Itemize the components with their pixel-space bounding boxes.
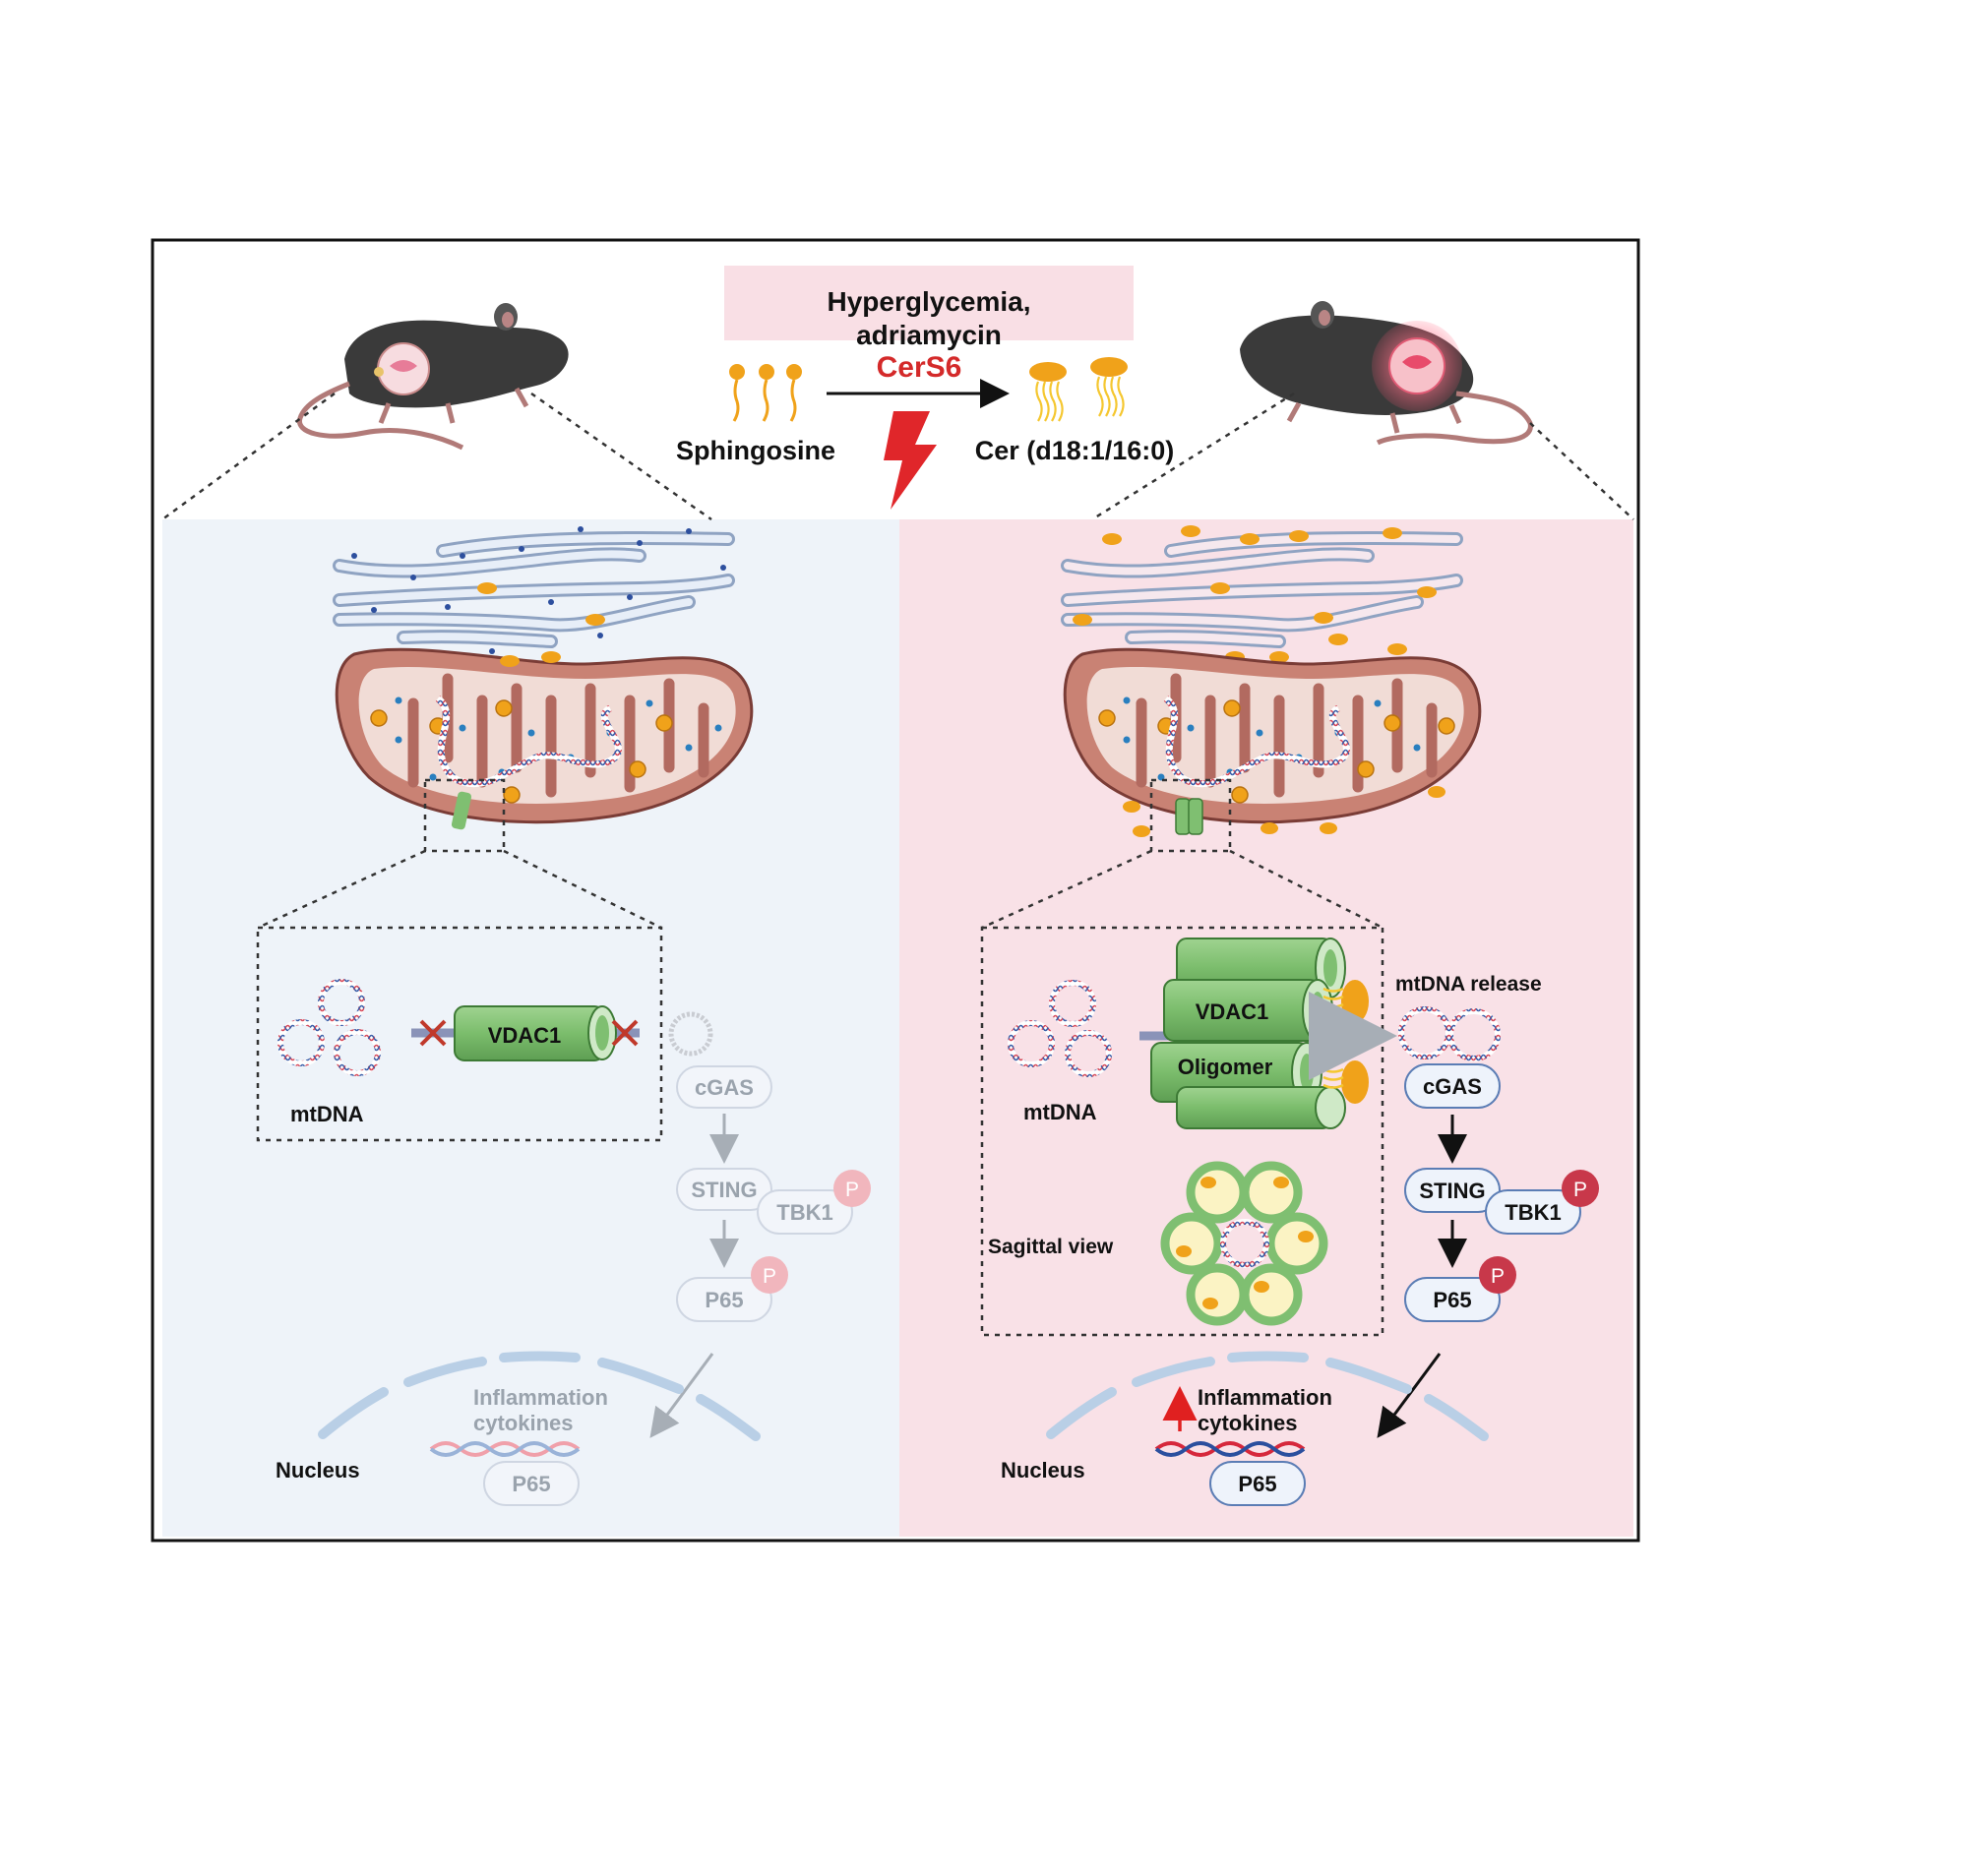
svg-text:TBK1: TBK1 — [776, 1200, 832, 1225]
right-cgas-node: cGAS — [1404, 1063, 1501, 1109]
svg-text:TBK1: TBK1 — [1505, 1200, 1561, 1225]
svg-text:P: P — [1491, 1265, 1505, 1288]
zoom-lines-top — [161, 392, 1634, 521]
right-p65-node: P65 — [1404, 1277, 1501, 1322]
left-sting-node: STING — [676, 1168, 772, 1211]
svg-text:P: P — [845, 1179, 859, 1201]
svg-text:P: P — [1573, 1179, 1587, 1201]
substrate-label: Sphingosine — [676, 436, 835, 465]
left-tbk1-phospho-icon: P — [833, 1170, 871, 1207]
right-zoom-region — [1149, 778, 1232, 853]
svg-text:P65: P65 — [1433, 1288, 1471, 1312]
right-detail-box — [980, 926, 1384, 1337]
left-vdac1-label: VDAC1 — [488, 1023, 562, 1048]
right-tbk1-phospho-icon: P — [1562, 1170, 1599, 1207]
diseased-mouse-illustration — [1240, 301, 1533, 446]
svg-text:P65: P65 — [1238, 1472, 1276, 1496]
right-cytokines-line-1: Inflammation — [1198, 1385, 1332, 1410]
left-p65-node: P65 — [676, 1277, 772, 1322]
right-oligomer-label: Oligomer — [1178, 1055, 1273, 1079]
left-zoom-region — [423, 778, 506, 853]
left-nuclear-envelope — [318, 1351, 761, 1441]
svg-text:P: P — [763, 1265, 776, 1288]
right-nuclear-envelope — [1046, 1351, 1489, 1441]
sagittal-oligomer-icon — [1160, 1161, 1328, 1326]
left-tbk1-node: TBK1 — [757, 1189, 853, 1235]
left-cytokines-line-2: cytokines — [473, 1411, 574, 1435]
svg-text:cGAS: cGAS — [1423, 1074, 1482, 1099]
right-vdac1-label: VDAC1 — [1196, 999, 1269, 1024]
sagittal-view-label: Sagittal view — [988, 1236, 1114, 1258]
right-mtdna-icon — [1008, 980, 1112, 1077]
left-nuclear-p65-node: P65 — [483, 1461, 580, 1506]
lightning-icon — [884, 411, 937, 510]
left-vdac1-channel — [454, 1005, 617, 1061]
right-sting-node: STING — [1404, 1168, 1501, 1213]
condition-line-1: Hyperglycemia, — [828, 286, 1031, 317]
left-p65-phospho-icon: P — [751, 1256, 788, 1294]
right-tbk1-node: TBK1 — [1485, 1189, 1581, 1235]
right-cytosolic-mtdna-icon — [1398, 1006, 1501, 1061]
right-ceramide-cluster — [1073, 525, 1437, 663]
sphingosine-icon — [729, 364, 802, 422]
svg-text:P65: P65 — [705, 1288, 743, 1312]
left-detail-box — [256, 926, 663, 1142]
right-p65-phospho-icon: P — [1479, 1256, 1516, 1294]
product-label: Cer (d18:1/16:0) — [975, 436, 1175, 465]
left-cytokines-line-1: Inflammation — [473, 1385, 608, 1410]
right-cytokines-line-2: cytokines — [1198, 1411, 1298, 1435]
left-mtdna-label: mtDNA — [290, 1102, 364, 1126]
left-nucleus-label: Nucleus — [276, 1458, 360, 1483]
right-dna-helix-icon — [1154, 1441, 1306, 1457]
svg-text:cGAS: cGAS — [695, 1075, 754, 1100]
left-cytosolic-mtdna-icon — [668, 1011, 713, 1057]
condition-line-2: adriamycin — [856, 320, 1002, 350]
right-mtdna-label: mtDNA — [1023, 1100, 1097, 1124]
block-x-icon — [419, 1019, 639, 1047]
right-mitochondrion — [1063, 647, 1482, 837]
mtdna-release-label: mtDNA release — [1395, 973, 1542, 996]
right-nucleus-label: Nucleus — [1001, 1458, 1085, 1483]
condition-box — [724, 266, 1134, 340]
left-cgas-node: cGAS — [676, 1065, 772, 1109]
svg-text:STING: STING — [1419, 1179, 1485, 1203]
right-nuclear-p65-node: P65 — [1209, 1461, 1306, 1506]
left-dna-helix-icon — [429, 1441, 581, 1457]
healthy-mouse-illustration — [297, 303, 569, 451]
svg-text:STING: STING — [691, 1178, 757, 1202]
svg-text:P65: P65 — [512, 1472, 550, 1496]
left-mtdna-icon — [277, 979, 381, 1076]
enzyme-label: CerS6 — [877, 351, 962, 384]
ceramide-icon — [1029, 357, 1128, 422]
